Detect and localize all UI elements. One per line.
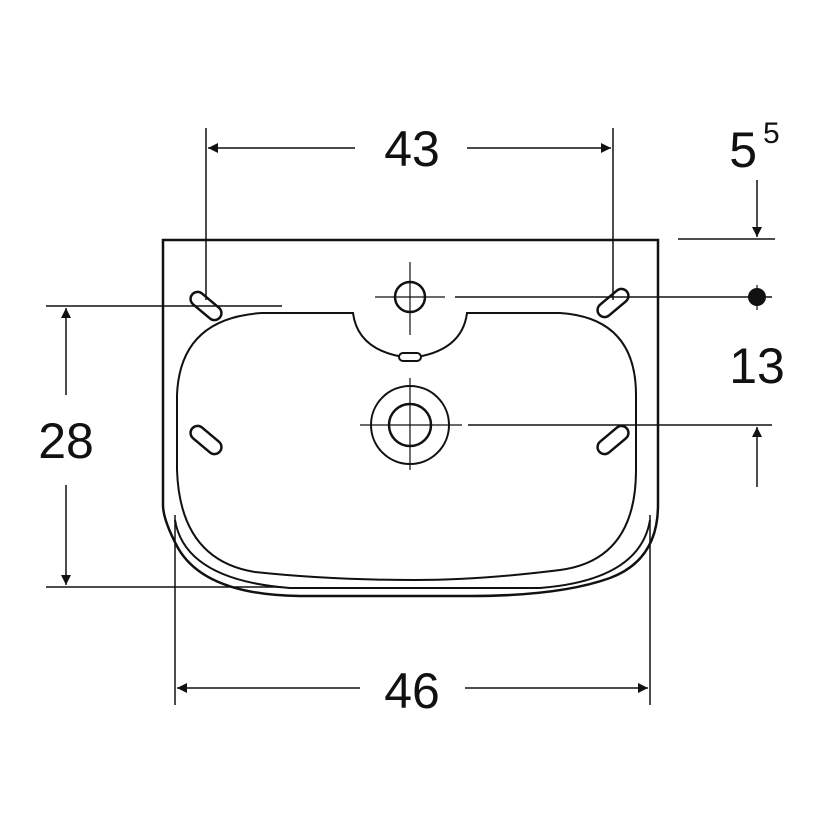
dimension-label-left-height: 28 (38, 413, 94, 469)
tap-hole-icon (375, 262, 445, 335)
mounting-slot-icon (596, 424, 630, 456)
overflow-slot-icon (398, 352, 422, 362)
dimension-top-width (205, 128, 614, 300)
dimension-left-height (46, 305, 282, 588)
basin-front-rim (174, 519, 651, 589)
dimension-right-offset (455, 285, 772, 487)
dimension-label-top-right: 5 (729, 122, 757, 178)
dimension-label-top-right-superscript: 5 (763, 117, 780, 150)
dimension-origin-dot (748, 288, 766, 306)
drain-hole-icon (360, 378, 462, 470)
mounting-slot-icon (189, 424, 223, 456)
dimension-bottom-width (174, 515, 651, 705)
dimension-label-top-width: 43 (384, 121, 440, 177)
dimension-label-right-offset: 13 (729, 338, 785, 394)
dimension-top-right (678, 180, 775, 240)
dimension-label-bottom-width: 46 (384, 663, 440, 719)
basin-bowl (176, 312, 637, 582)
